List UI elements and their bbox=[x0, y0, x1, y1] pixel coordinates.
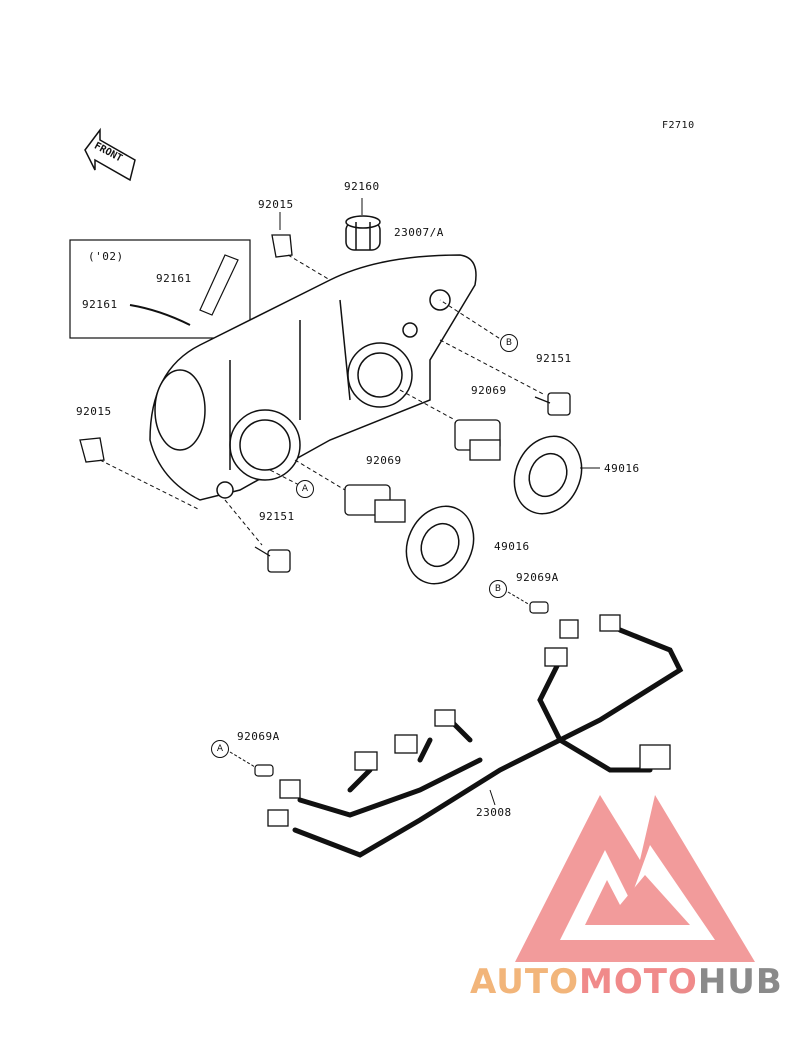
front-arrow-icon bbox=[84, 127, 136, 182]
connector-icon bbox=[267, 614, 671, 827]
part-label-92069A-left: 92069A bbox=[237, 730, 280, 743]
part-label-92069-upper: 92069 bbox=[471, 384, 507, 397]
callout-a-upper: A bbox=[296, 480, 314, 498]
year-note: ('02) bbox=[88, 250, 124, 263]
part-label-92161-a: 92161 bbox=[156, 272, 192, 285]
callout-b-lower: B bbox=[489, 580, 507, 598]
grommet-icon bbox=[345, 215, 381, 251]
part-label-23008: 23008 bbox=[476, 806, 512, 819]
headlight-housing-icon bbox=[149, 254, 477, 501]
part-label-92015-left: 92015 bbox=[76, 405, 112, 418]
trim-strip-thin-icon bbox=[129, 304, 191, 326]
callout-b-upper: B bbox=[500, 334, 518, 352]
dust-cover-icon bbox=[405, 435, 583, 585]
headlight-bulb-icon bbox=[344, 419, 501, 523]
part-label-92069-lower: 92069 bbox=[366, 454, 402, 467]
part-label-49016-right: 49016 bbox=[604, 462, 640, 475]
inset-box bbox=[69, 239, 251, 339]
watermark-text: AUTOMOTOHUB bbox=[470, 962, 783, 1002]
wiring-harness-icon bbox=[292, 627, 684, 858]
part-label-92160: 92160 bbox=[344, 180, 380, 193]
part-label-49016-lower: 49016 bbox=[494, 540, 530, 553]
callout-a-lower: A bbox=[211, 740, 229, 758]
clip-nut-icon bbox=[79, 234, 293, 463]
part-label-92161-b: 92161 bbox=[82, 298, 118, 311]
trim-strip-icon bbox=[199, 254, 239, 316]
part-label-92151-left: 92151 bbox=[259, 510, 295, 523]
part-label-23007: 23007/A bbox=[394, 226, 444, 239]
figure-code: F2710 bbox=[662, 120, 695, 131]
bolt-icon bbox=[254, 392, 571, 573]
part-label-92015-top: 92015 bbox=[258, 198, 294, 211]
part-label-92069A-right: 92069A bbox=[516, 571, 559, 584]
watermark-logo-icon bbox=[515, 795, 755, 962]
part-label-92151-right: 92151 bbox=[536, 352, 572, 365]
position-bulb-icon bbox=[254, 601, 549, 777]
